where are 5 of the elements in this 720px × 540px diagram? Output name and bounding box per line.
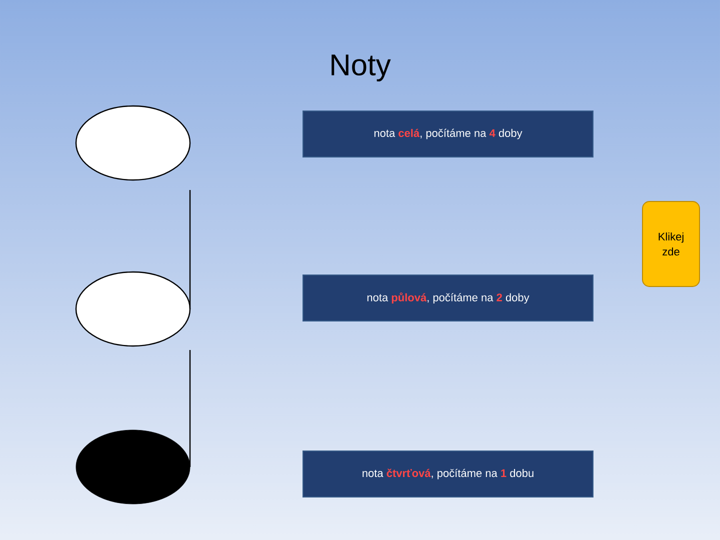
text-box: nota půlová, počítáme na 2 doby (302, 274, 594, 322)
button: Klikej zde (642, 201, 700, 287)
text-box: nota celá, počítáme na 4 doby (302, 110, 594, 158)
title: Noty (332, 54, 391, 82)
text-box: nota čtvrťová, počítáme na 1 dobu (302, 450, 594, 498)
